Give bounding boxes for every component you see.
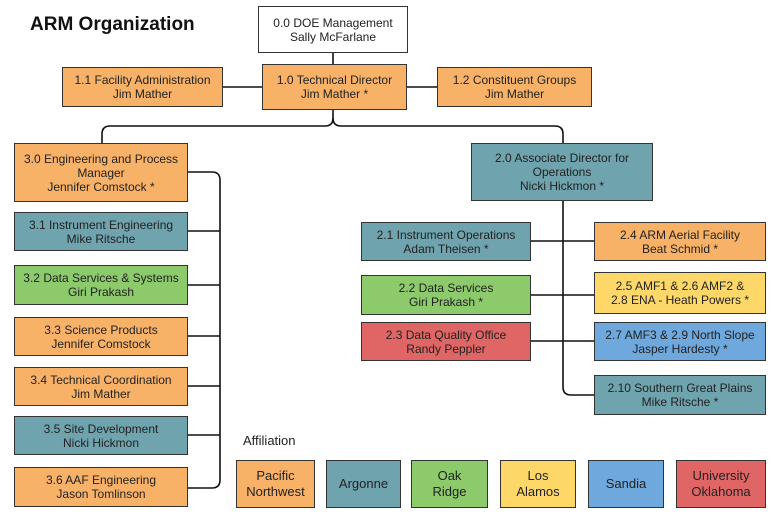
org-box-instrument-engineering: 3.1 Instrument Engineering Mike Ritsche xyxy=(14,212,188,251)
org-box-science-products: 3.3 Science Products Jennifer Comstock xyxy=(14,317,188,356)
box-person: 2.8 ENA - Heath Powers * xyxy=(610,293,750,307)
legend-label-cont: Alamos xyxy=(516,484,560,499)
box-person: Jim Mather xyxy=(71,386,131,401)
org-box-site-development: 3.5 Site Development Nicki Hickmon xyxy=(14,416,188,455)
box-person: Mike Ritsche xyxy=(66,231,136,246)
org-box-data-quality-office: 2.3 Data Quality Office Randy Peppler xyxy=(361,322,531,361)
legend-item-sandia: Sandia xyxy=(588,460,664,508)
legend-label-cont: Northwest xyxy=(246,484,305,499)
box-person: Randy Peppler xyxy=(406,341,486,356)
box-person: Giri Prakash * xyxy=(408,295,484,309)
org-box-constituent-groups: 1.2 Constituent Groups Jim Mather xyxy=(437,67,592,107)
box-person: Giri Prakash xyxy=(67,285,135,299)
box-person: Jennifer Comstock * xyxy=(47,179,155,194)
box-person: Jennifer Comstock xyxy=(51,336,151,351)
box-title: 3.6 AAF Engineering xyxy=(45,473,157,487)
legend-label-cont: Ridge xyxy=(432,484,467,499)
legend-item-university-oklahoma: University Oklahoma xyxy=(676,460,766,508)
org-box-associate-director-operations: 2.0 Associate Director for Operations Ni… xyxy=(471,143,653,201)
org-box-arm-aerial-facility: 2.4 ARM Aerial Facility Beat Schmid * xyxy=(594,222,766,261)
page-title: ARM Organization xyxy=(30,14,195,35)
box-title: 2.7 AMF3 & 2.9 North Slope xyxy=(605,327,755,342)
org-box-southern-great-plains: 2.10 Southern Great Plains Mike Ritsche … xyxy=(594,375,766,415)
box-person: Nicki Hickmon xyxy=(62,435,139,450)
box-title-cont: Manager xyxy=(77,165,125,180)
org-box-amf1-amf2-ena: 2.5 AMF1 & 2.6 AMF2 & 2.8 ENA - Heath Po… xyxy=(594,272,766,314)
org-box-technical-director: 1.0 Technical Director Jim Mather * xyxy=(262,64,407,110)
legend-item-los-alamos: Los Alamos xyxy=(500,460,576,508)
org-box-engineering-process-manager: 3.0 Engineering and Process Manager Jenn… xyxy=(14,143,188,202)
box-person: Mike Ritsche * xyxy=(641,395,719,409)
legend-label: Argonne xyxy=(338,476,389,491)
box-title: 0.0 DOE Management xyxy=(273,15,393,30)
legend-item-argonne: Argonne xyxy=(326,460,401,508)
box-person: Jim Mather xyxy=(112,87,173,101)
org-box-aaf-engineering: 3.6 AAF Engineering Jason Tomlinson xyxy=(14,467,188,507)
box-title: 3.5 Site Development xyxy=(43,421,159,436)
legend-label: Oak xyxy=(437,468,462,483)
legend-label: Pacific xyxy=(256,468,295,483)
legend-label: Los xyxy=(527,468,549,483)
box-title: 2.1 Instrument Operations xyxy=(376,227,516,242)
org-box-doe-management: 0.0 DOE Management Sally McFarlane xyxy=(258,6,408,53)
box-title: 2.3 Data Quality Office xyxy=(385,327,507,342)
box-person: Jasper Hardesty * xyxy=(632,341,728,356)
legend-label-cont: Oklahoma xyxy=(691,484,751,499)
box-person: Jason Tomlinson xyxy=(56,487,146,501)
org-box-instrument-operations: 2.1 Instrument Operations Adam Theisen * xyxy=(361,222,531,261)
org-box-data-services-systems: 3.2 Data Services & Systems Giri Prakash xyxy=(14,265,188,305)
box-title: 2.0 Associate Director for xyxy=(494,151,630,165)
box-title: 2.5 AMF1 & 2.6 AMF2 & xyxy=(615,279,745,293)
legend-label: University xyxy=(692,468,750,483)
box-title: 3.2 Data Services & Systems xyxy=(23,271,179,285)
box-title: 1.1 Facility Administration xyxy=(74,73,211,87)
box-title: 1.2 Constituent Groups xyxy=(452,73,577,87)
org-box-amf3-north-slope: 2.7 AMF3 & 2.9 North Slope Jasper Hardes… xyxy=(594,322,766,361)
box-person: Adam Theisen * xyxy=(403,241,489,256)
box-title: 1.0 Technical Director xyxy=(276,73,393,87)
org-box-data-services: 2.2 Data Services Giri Prakash * xyxy=(361,275,531,315)
box-person: Jim Mather xyxy=(484,87,545,101)
legend-title: Affiliation xyxy=(243,433,296,448)
box-person: Sally McFarlane xyxy=(289,29,377,44)
box-title: 2.2 Data Services xyxy=(398,281,494,295)
box-person: Jim Mather * xyxy=(300,87,369,101)
box-title: 3.1 Instrument Engineering xyxy=(28,217,174,232)
box-title: 3.0 Engineering and Process xyxy=(23,151,179,166)
legend-item-pacific-northwest: Pacific Northwest xyxy=(236,460,315,508)
box-title-cont: Operations xyxy=(532,165,592,179)
org-box-facility-administration: 1.1 Facility Administration Jim Mather xyxy=(62,67,223,107)
legend-item-oak-ridge: Oak Ridge xyxy=(411,460,488,508)
box-person: Nicki Hickmon * xyxy=(519,179,604,193)
box-title: 2.4 ARM Aerial Facility xyxy=(619,227,741,242)
box-title: 3.3 Science Products xyxy=(44,322,158,337)
box-title: 2.10 Southern Great Plains xyxy=(607,381,753,395)
box-title: 3.4 Technical Coordination xyxy=(30,372,172,387)
legend-label: Sandia xyxy=(605,476,647,491)
box-person: Beat Schmid * xyxy=(641,241,719,256)
org-box-technical-coordination: 3.4 Technical Coordination Jim Mather xyxy=(14,367,188,406)
